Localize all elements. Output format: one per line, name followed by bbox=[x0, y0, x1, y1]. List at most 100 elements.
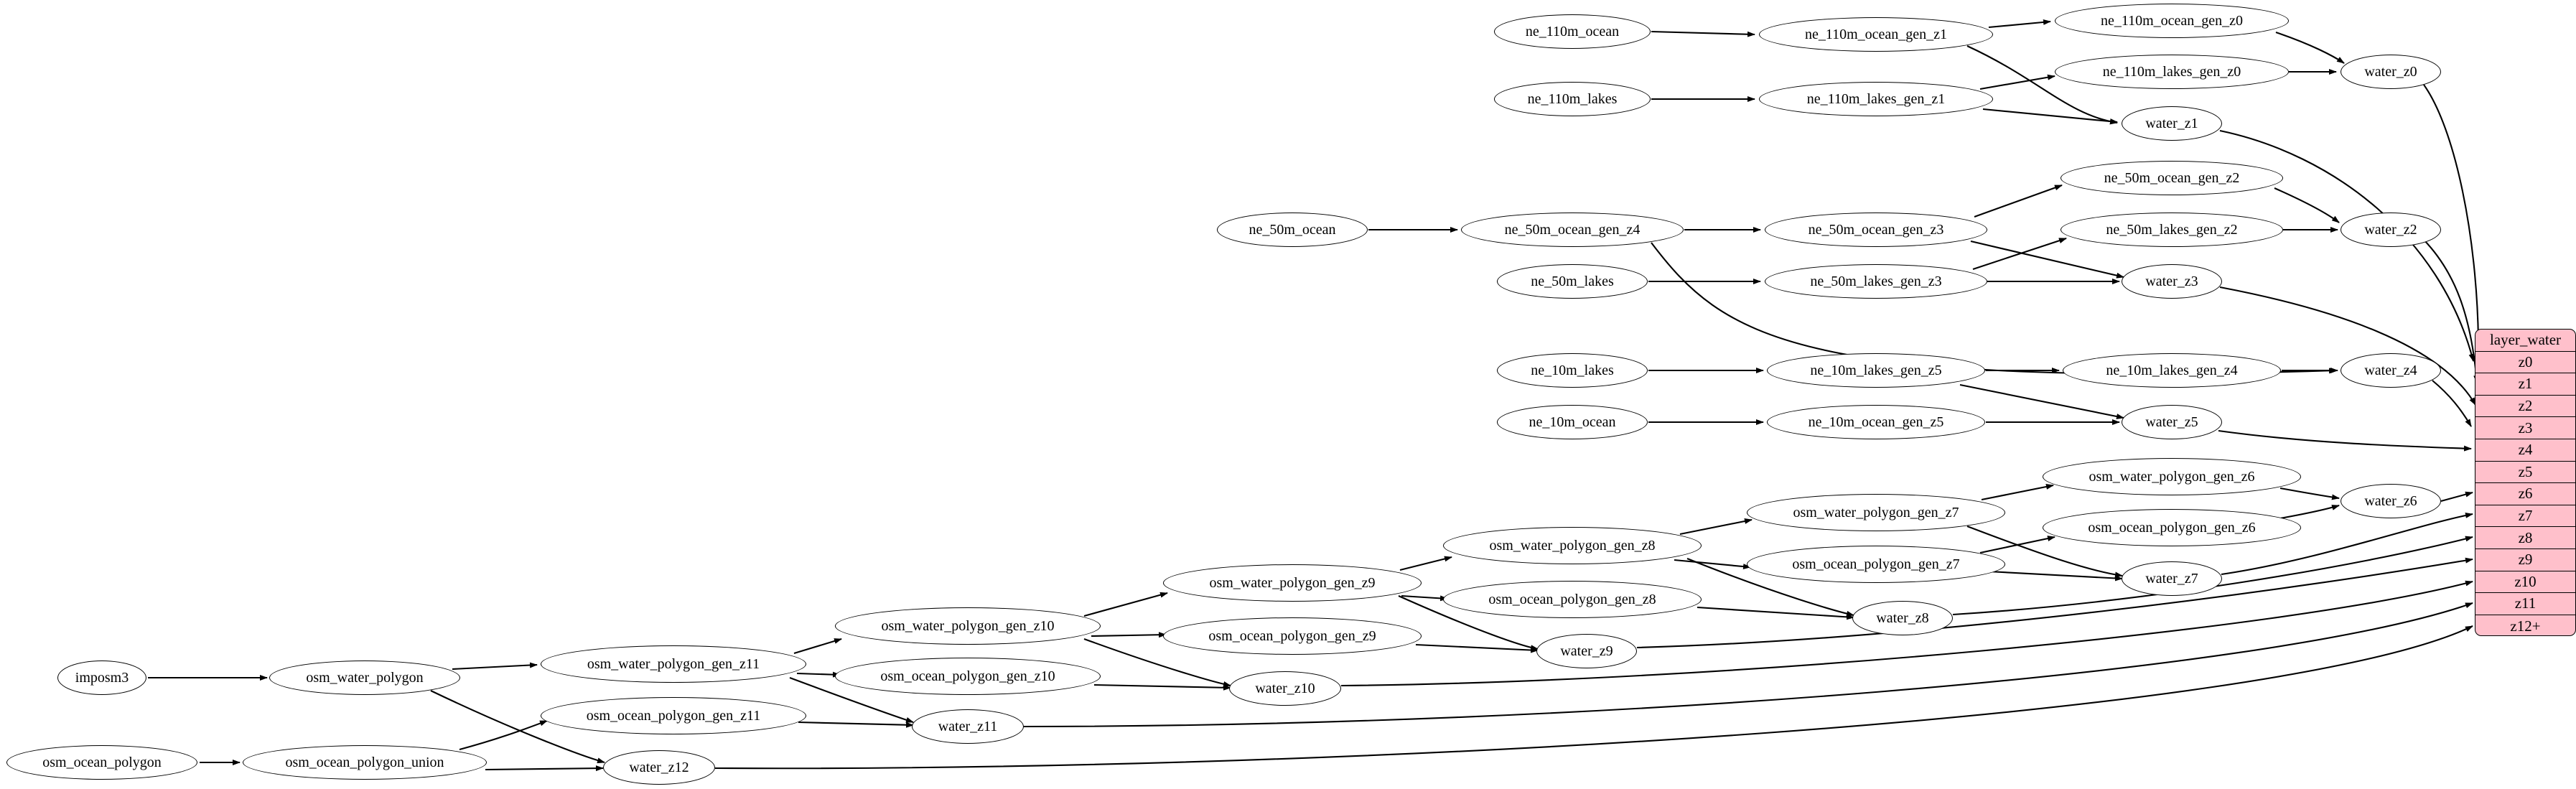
graph-node-ne_50m_lakes_gen_z3[interactable]: ne_50m_lakes_gen_z3 bbox=[1765, 264, 1987, 299]
graph-node-osm_ocean_polygon[interactable]: osm_ocean_polygon bbox=[6, 745, 197, 780]
graph-node-ne_10m_lakes_gen_z4[interactable]: ne_10m_lakes_gen_z4 bbox=[2063, 353, 2281, 388]
edge-osm_water_polygon_gen_z9-to-osm_water_polygon_gen_z8 bbox=[1399, 556, 1452, 571]
graph-node-label: osm_ocean_polygon_union bbox=[285, 755, 444, 770]
graph-node-ne_50m_ocean_gen_z2[interactable]: ne_50m_ocean_gen_z2 bbox=[2061, 161, 2283, 195]
graph-node-ne_10m_lakes[interactable]: ne_10m_lakes bbox=[1497, 353, 1648, 388]
graph-node-label: osm_water_polygon_gen_z8 bbox=[1489, 538, 1656, 554]
graph-node-water_z10[interactable]: water_z10 bbox=[1229, 671, 1341, 706]
graph-node-water_z5[interactable]: water_z5 bbox=[2122, 405, 2222, 439]
graph-node-osm_water_polygon[interactable]: osm_water_polygon bbox=[269, 660, 460, 695]
edge-osm_ocean_polygon_gen_z6-to-water_z6 bbox=[2279, 504, 2340, 520]
graph-node-osm_ocean_polygon_gen_z8[interactable]: osm_ocean_polygon_gen_z8 bbox=[1443, 581, 1702, 618]
graph-node-label: water_z3 bbox=[2145, 274, 2198, 289]
edge-osm_ocean_polygon_gen_z8-to-water_z8 bbox=[1697, 606, 1854, 620]
edge-osm_water_polygon_gen_z7-to-osm_water_polygon_gen_z6 bbox=[1981, 484, 2054, 501]
record-row-z7[interactable]: z7 bbox=[2475, 505, 2575, 528]
graph-node-osm_water_polygon_gen_z9[interactable]: osm_water_polygon_gen_z9 bbox=[1163, 564, 1422, 602]
edge-osm_ocean_polygon_gen_z9-to-water_z9 bbox=[1415, 643, 1539, 653]
graph-node-ne_110m_ocean[interactable]: ne_110m_ocean bbox=[1494, 14, 1651, 49]
edge-ne_50m_ocean_gen_z3-to-water_z3 bbox=[1970, 240, 2124, 279]
edge-osm_ocean_polygon_union-to-water_z12 bbox=[485, 765, 604, 772]
edge-water_z6-to-layer_water_z6 bbox=[2440, 491, 2473, 503]
graph-node-label: osm_ocean_polygon_gen_z6 bbox=[2088, 520, 2256, 536]
record-row-z2[interactable]: z2 bbox=[2475, 396, 2575, 418]
graph-node-osm_water_polygon_gen_z6[interactable]: osm_water_polygon_gen_z6 bbox=[2043, 458, 2301, 495]
edge-osm_water_polygon_gen_z11-to-water_z11 bbox=[789, 677, 914, 723]
graph-node-osm_ocean_polygon_gen_z11[interactable]: osm_ocean_polygon_gen_z11 bbox=[541, 697, 806, 734]
record-row-z6[interactable]: z6 bbox=[2475, 483, 2575, 505]
graph-node-ne_50m_ocean_gen_z4[interactable]: ne_50m_ocean_gen_z4 bbox=[1461, 213, 1684, 247]
graph-node-label: osm_ocean_polygon_gen_z11 bbox=[586, 708, 761, 724]
edge-ne_50m_ocean_gen_z3-to-ne_50m_ocean_gen_z2 bbox=[1974, 185, 2063, 218]
graph-node-water_z0[interactable]: water_z0 bbox=[2341, 55, 2441, 89]
graph-node-ne_50m_ocean[interactable]: ne_50m_ocean bbox=[1217, 213, 1368, 247]
edge-osm_ocean_polygon_gen_z7-to-water_z7 bbox=[1988, 570, 2123, 582]
graph-node-label: ne_110m_ocean_gen_z0 bbox=[2100, 13, 2244, 29]
graph-node-osm_ocean_polygon_gen_z6[interactable]: osm_ocean_polygon_gen_z6 bbox=[2043, 509, 2301, 546]
graph-node-label: ne_50m_lakes_gen_z3 bbox=[1810, 274, 1942, 289]
graph-node-imposm3[interactable]: imposm3 bbox=[57, 660, 146, 695]
graph-node-ne_110m_ocean_gen_z1[interactable]: ne_110m_ocean_gen_z1 bbox=[1759, 17, 1993, 52]
edge-osm_water_polygon_gen_z9-to-osm_ocean_polygon_gen_z8 bbox=[1401, 594, 1448, 602]
record-row-z12plus[interactable]: z12+ bbox=[2510, 617, 2541, 635]
graph-node-water_z7[interactable]: water_z7 bbox=[2122, 561, 2222, 596]
graph-node-osm_ocean_polygon_gen_z10[interactable]: osm_ocean_polygon_gen_z10 bbox=[835, 658, 1101, 695]
graph-node-label: osm_ocean_polygon_gen_z8 bbox=[1488, 592, 1656, 607]
graph-node-label: water_z7 bbox=[2145, 571, 2198, 587]
graph-node-ne_110m_lakes_gen_z1[interactable]: ne_110m_lakes_gen_z1 bbox=[1759, 82, 1993, 116]
graph-node-water_z8[interactable]: water_z8 bbox=[1852, 601, 1953, 635]
record-row-z8[interactable]: z8 bbox=[2475, 527, 2575, 549]
record-row-z1[interactable]: z1 bbox=[2475, 373, 2575, 396]
graph-node-water_z3[interactable]: water_z3 bbox=[2122, 264, 2222, 299]
edge-osm_ocean_polygon_gen_z11-to-water_z11 bbox=[798, 721, 914, 728]
record-row-z4[interactable]: z4 bbox=[2475, 439, 2575, 462]
graph-node-osm_water_polygon_gen_z11[interactable]: osm_water_polygon_gen_z11 bbox=[541, 645, 806, 683]
edge-ne_110m_lakes_gen_z1-to-ne_110m_lakes_gen_z0 bbox=[1979, 74, 2055, 90]
graph-node-water_z1[interactable]: water_z1 bbox=[2122, 106, 2222, 141]
graph-node-label: water_z6 bbox=[2364, 493, 2417, 509]
graph-node-label: water_z0 bbox=[2364, 64, 2417, 80]
graph-node-label: water_z9 bbox=[1560, 643, 1613, 659]
edge-osm_water_polygon_gen_z8-to-osm_water_polygon_gen_z7 bbox=[1679, 518, 1753, 536]
graph-node-osm_ocean_polygon_gen_z9[interactable]: osm_ocean_polygon_gen_z9 bbox=[1163, 617, 1422, 655]
graph-node-label: water_z12 bbox=[629, 760, 689, 775]
graph-node-label: ne_110m_ocean_gen_z1 bbox=[1804, 27, 1948, 42]
graph-node-osm_ocean_polygon_union[interactable]: osm_ocean_polygon_union bbox=[243, 745, 487, 780]
graph-node-water_z9[interactable]: water_z9 bbox=[1536, 634, 1637, 668]
record-row-z5[interactable]: z5 bbox=[2475, 462, 2575, 484]
graph-node-label: water_z4 bbox=[2364, 363, 2417, 378]
graph-node-ne_10m_ocean_gen_z5[interactable]: ne_10m_ocean_gen_z5 bbox=[1767, 405, 1985, 439]
record-row-z11[interactable]: z11 bbox=[2475, 593, 2575, 615]
graph-node-osm_ocean_polygon_gen_z7[interactable]: osm_ocean_polygon_gen_z7 bbox=[1747, 546, 2005, 583]
graph-node-ne_50m_lakes[interactable]: ne_50m_lakes bbox=[1497, 264, 1648, 299]
graph-node-ne_50m_ocean_gen_z3[interactable]: ne_50m_ocean_gen_z3 bbox=[1765, 213, 1987, 247]
graph-node-water_z12[interactable]: water_z12 bbox=[603, 750, 715, 785]
graph-node-ne_50m_lakes_gen_z2[interactable]: ne_50m_lakes_gen_z2 bbox=[2061, 213, 2283, 247]
graph-node-label: ne_50m_ocean bbox=[1249, 222, 1336, 238]
graph-node-label: osm_water_polygon_gen_z6 bbox=[2089, 469, 2255, 485]
edge-osm_water_polygon_gen_z10-to-osm_ocean_polygon_gen_z9 bbox=[1091, 632, 1167, 638]
graph-node-osm_water_polygon_gen_z8[interactable]: osm_water_polygon_gen_z8 bbox=[1443, 527, 1702, 564]
graph-node-water_z6[interactable]: water_z6 bbox=[2341, 484, 2441, 518]
edge-osm_ocean_polygon_gen_z10-to-water_z10 bbox=[1093, 683, 1231, 691]
graph-node-ne_10m_ocean[interactable]: ne_10m_ocean bbox=[1497, 405, 1648, 439]
edge-water_z11-to-layer_water_z11 bbox=[1023, 602, 2473, 728]
edge-osm_water_polygon_gen_z10-to-osm_water_polygon_gen_z9 bbox=[1083, 592, 1168, 617]
graph-node-osm_water_polygon_gen_z7[interactable]: osm_water_polygon_gen_z7 bbox=[1747, 494, 2005, 531]
graph-node-ne_110m_lakes[interactable]: ne_110m_lakes bbox=[1494, 82, 1651, 116]
record-row-z9[interactable]: z9 bbox=[2475, 549, 2575, 571]
edge-osm_water_polygon_gen_z11-to-osm_water_polygon_gen_z10 bbox=[793, 638, 842, 655]
graph-node-ne_10m_lakes_gen_z5[interactable]: ne_10m_lakes_gen_z5 bbox=[1767, 353, 1985, 388]
graph-node-water_z11[interactable]: water_z11 bbox=[912, 709, 1024, 744]
graph-node-ne_110m_ocean_gen_z0[interactable]: ne_110m_ocean_gen_z0 bbox=[2055, 4, 2289, 38]
graph-node-label: water_z5 bbox=[2145, 414, 2198, 430]
record-row-z3[interactable]: z3 bbox=[2475, 417, 2575, 439]
record-row-z0[interactable]: z0 bbox=[2475, 352, 2575, 374]
graph-node-water_z2[interactable]: water_z2 bbox=[2341, 213, 2441, 247]
graph-node-osm_water_polygon_gen_z10[interactable]: osm_water_polygon_gen_z10 bbox=[835, 607, 1101, 645]
graph-node-ne_110m_lakes_gen_z0[interactable]: ne_110m_lakes_gen_z0 bbox=[2055, 55, 2289, 89]
graph-node-label: ne_110m_lakes_gen_z1 bbox=[1806, 91, 1946, 107]
graph-node-water_z4[interactable]: water_z4 bbox=[2341, 353, 2441, 388]
record-row-z10[interactable]: z10 bbox=[2475, 571, 2575, 594]
